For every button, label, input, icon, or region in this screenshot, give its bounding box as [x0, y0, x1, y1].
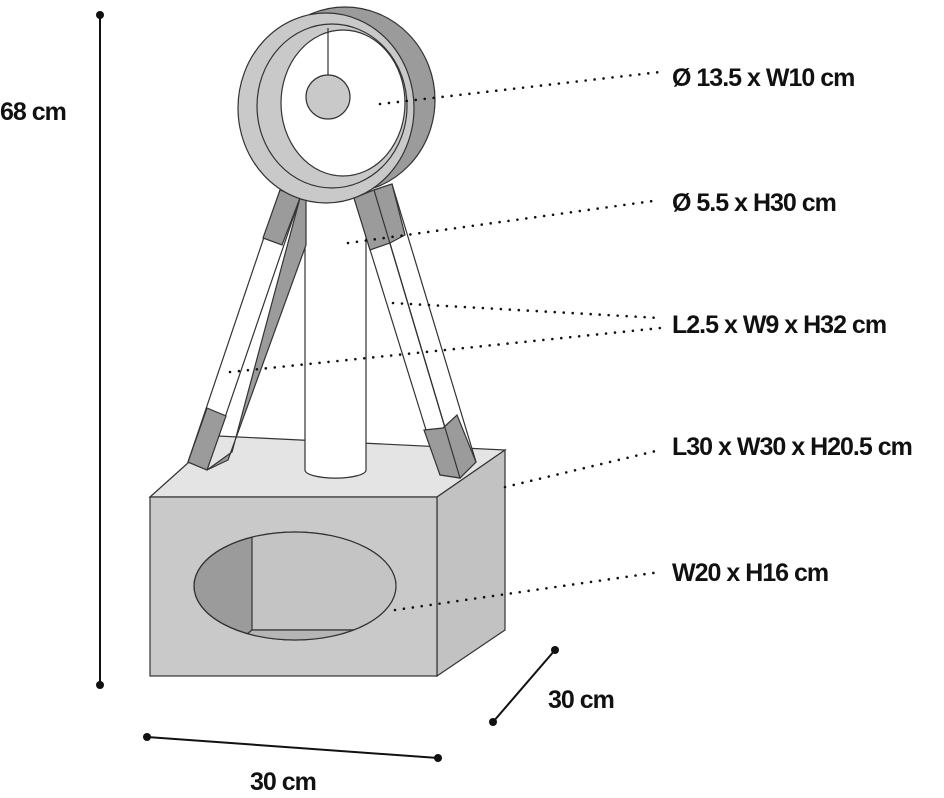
width-dimension: 30 cm [143, 733, 442, 796]
wheel [237, 6, 436, 204]
base-box [148, 435, 507, 678]
sisal-post [304, 189, 367, 479]
depth-dimension: 30 cm [489, 646, 615, 726]
leg-dimension-label: L2.5 x W9 x H32 cm [672, 311, 886, 339]
leader-lines [228, 70, 662, 612]
post-dimension-label: Ø 5.5 x H30 cm [672, 189, 836, 217]
height-label: 68 cm [0, 98, 66, 126]
wheel-dimension-label: Ø 13.5 x W10 cm [672, 64, 854, 92]
right-leg [353, 183, 477, 480]
left-leg [187, 189, 307, 471]
entrance-dimension-label: W20 x H16 cm [672, 559, 828, 587]
box-dimension-label: L30 x W30 x H20.5 cm [672, 433, 912, 461]
box-entrance [193, 531, 397, 641]
hanging-ball [305, 74, 351, 120]
depth-label: 30 cm [548, 686, 614, 714]
width-label: 30 cm [250, 768, 316, 796]
height-dimension: 68 cm [0, 11, 104, 689]
